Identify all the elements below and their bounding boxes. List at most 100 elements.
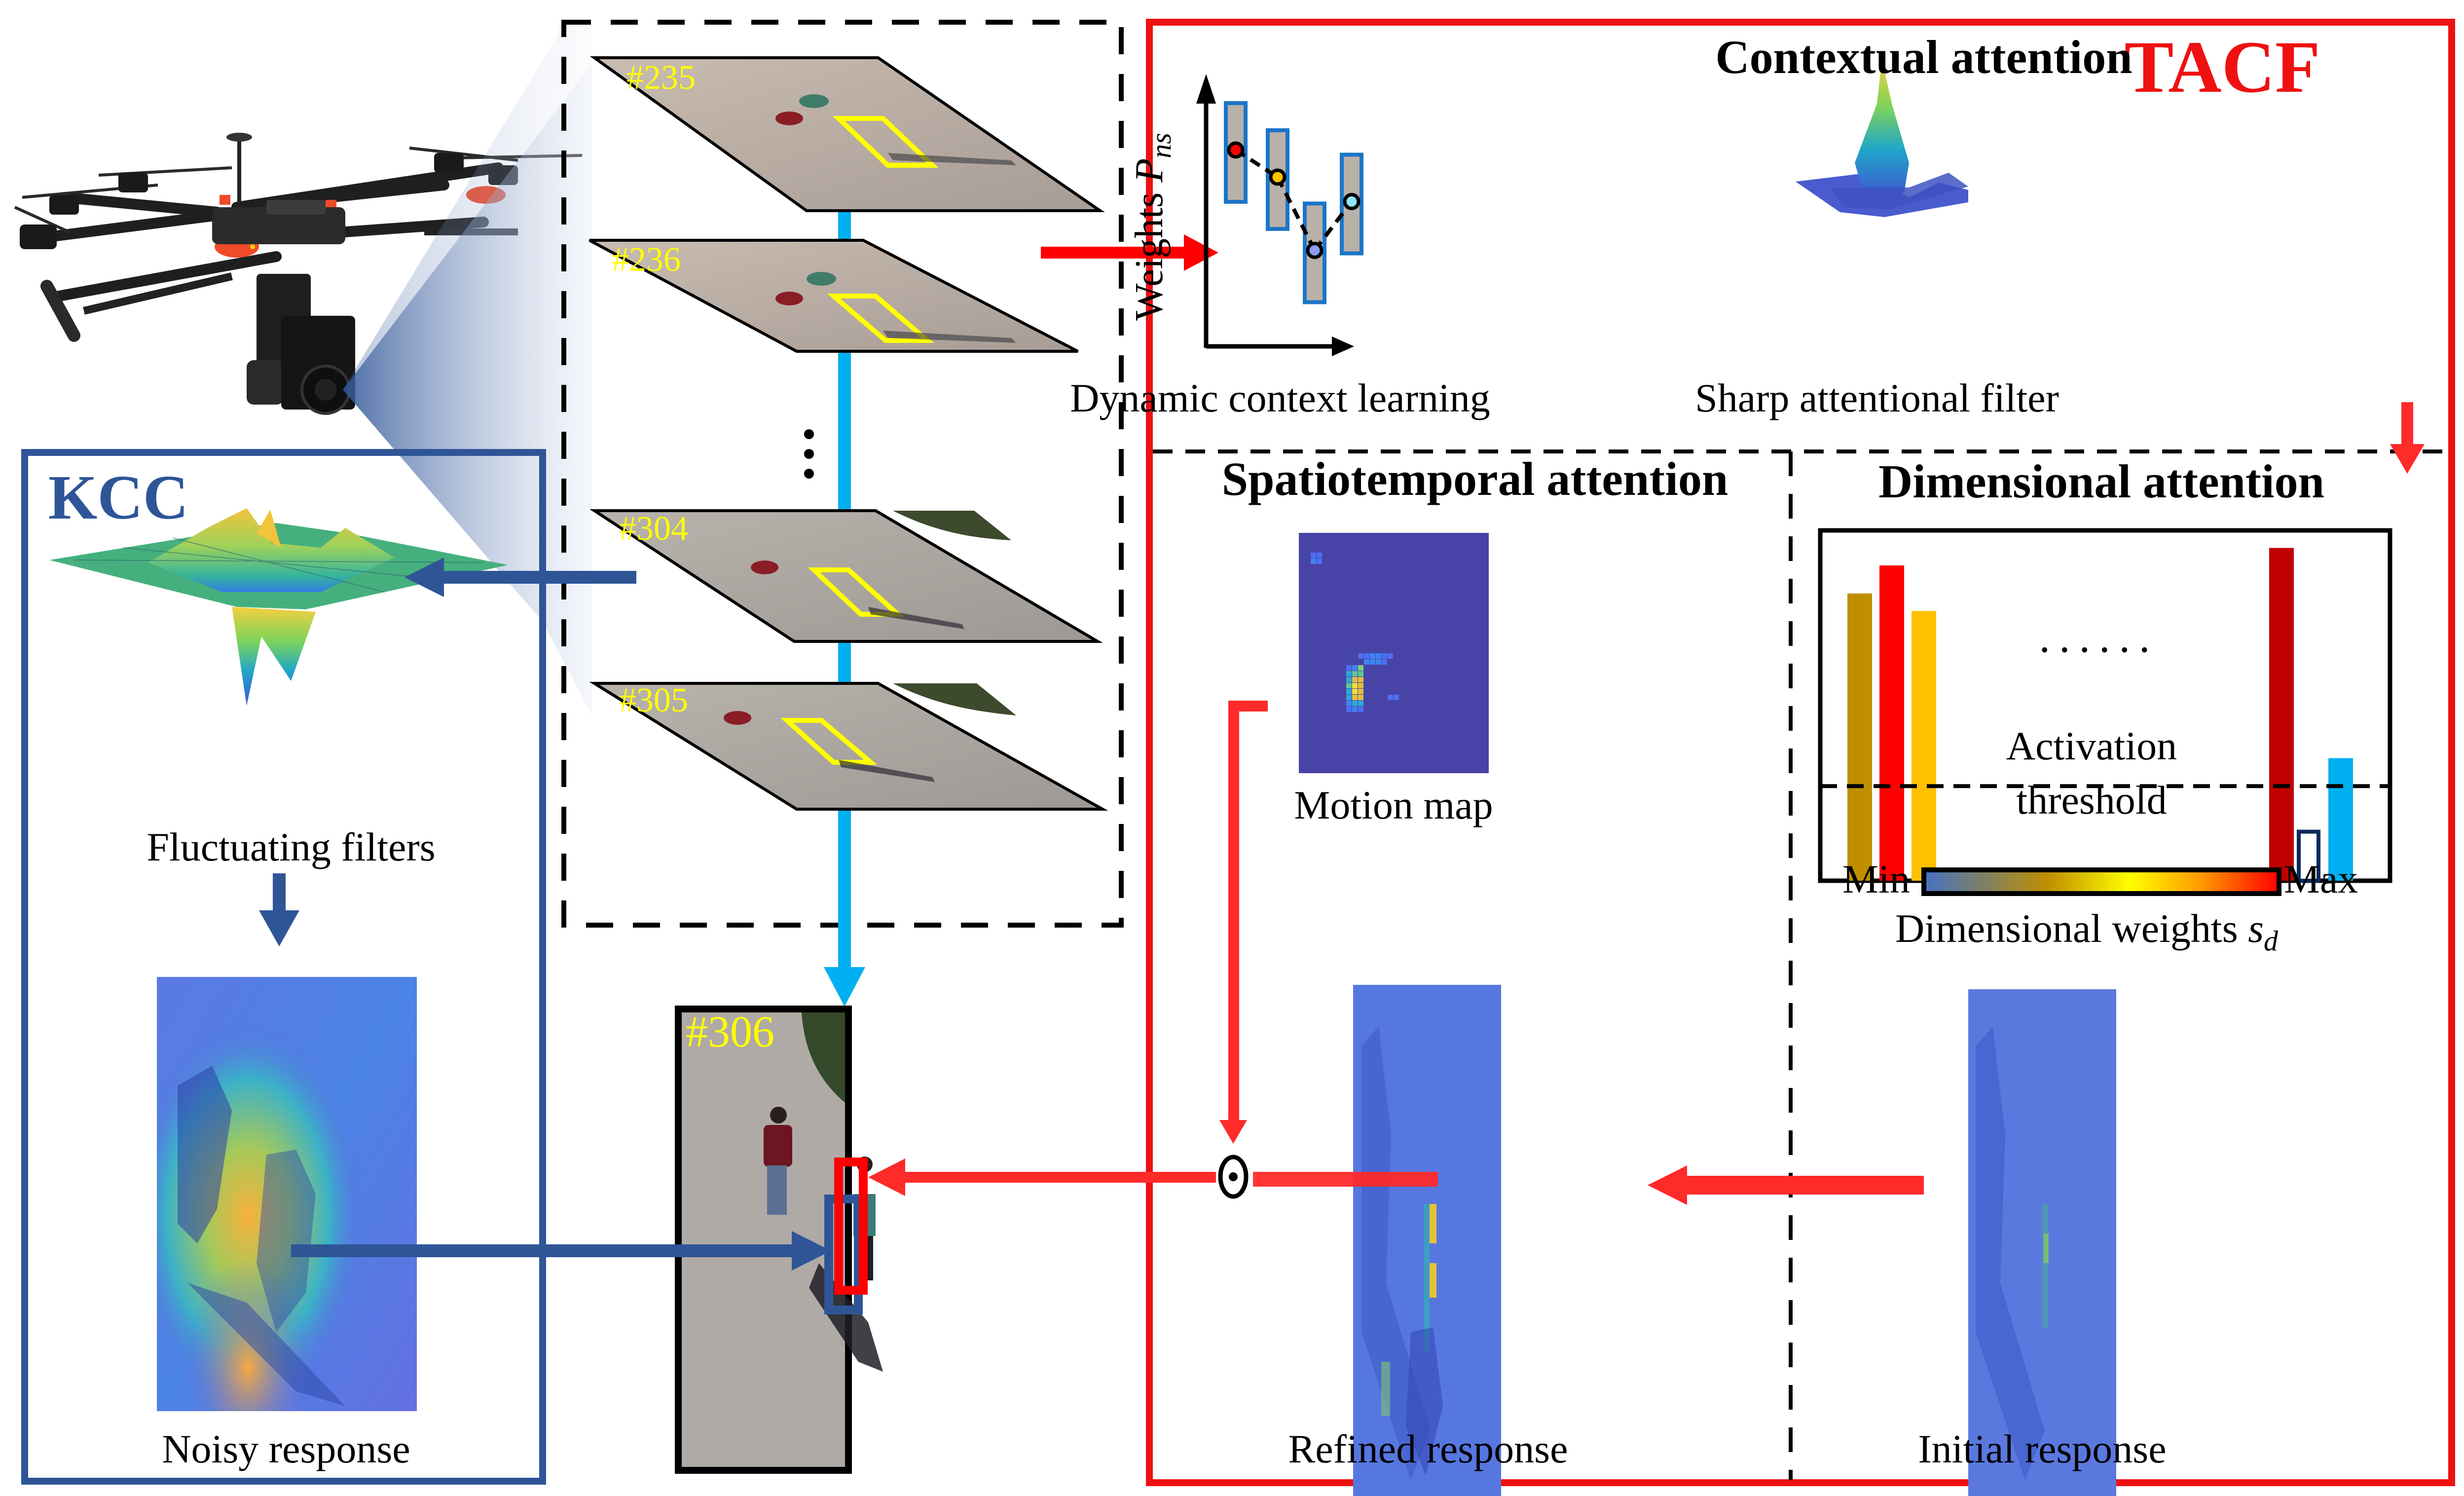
motion-map-cell [1364, 653, 1369, 659]
motion-map-cell [1394, 695, 1399, 700]
frame-label-305: #305 [619, 681, 688, 719]
motion-map-cell [1358, 701, 1363, 706]
motion-map-cell [1346, 665, 1352, 671]
motion-map-cell [1370, 659, 1375, 665]
context-ylabel-math: P [1128, 158, 1171, 183]
context-input-arrowhead [1184, 234, 1218, 271]
kcc-prediction-box [824, 1195, 863, 1314]
motion-map-cell [1358, 671, 1363, 676]
initial-response-caption: Initial response [1918, 1426, 2167, 1471]
elementwise-product-operator [1218, 1155, 1249, 1199]
initial-to-refined-line [1687, 1176, 1924, 1195]
threshold-label-line2: threshold [2016, 778, 2167, 823]
ellipsis-dot [804, 449, 814, 459]
context-weight-point [1227, 141, 1245, 159]
dimensional-attention-title: Dimensional attention [1878, 455, 2325, 508]
context-weight-point [1269, 168, 1287, 186]
dimension-bar [2269, 548, 2294, 881]
threshold-label-line1: Activation [2006, 723, 2177, 768]
ellipsis-dot [804, 469, 814, 479]
colorbar-min-label: Min [1842, 857, 1910, 901]
initial-response-heatmap [1968, 989, 2116, 1496]
tacf-down-arrowhead [2390, 444, 2425, 474]
current-frame-label: #306 [686, 1008, 774, 1056]
motion-map-cell [1364, 659, 1369, 665]
dimension-bar [1847, 593, 1872, 881]
motion-map-cell [1352, 683, 1358, 688]
context-weight-link [1313, 200, 1354, 252]
motion-map-cell [1311, 553, 1316, 558]
motion-map-cell [1358, 707, 1363, 712]
kcc-input-arrowhead [405, 558, 444, 597]
motion-map-cell [1346, 683, 1352, 688]
sharp-attentional-filter-surface [1796, 59, 1968, 217]
motion-map-cell [1382, 653, 1387, 659]
dimensional-weights-sub: d [2264, 925, 2279, 957]
motion-map-caption: Motion map [1294, 783, 1493, 827]
motion-map-cell [1358, 683, 1363, 688]
context-weight-point [1306, 242, 1324, 259]
motion-map-cell [1352, 671, 1358, 676]
refined-response-heatmap [1353, 985, 1501, 1496]
motion-map-cell [1388, 695, 1393, 700]
noisy-response-heatmap [157, 977, 417, 1411]
motion-map-cell [1382, 659, 1387, 665]
sequence-frame-236 [588, 239, 1079, 353]
temporal-flow-arrowhead [824, 967, 865, 1007]
dimension-bar [2328, 758, 2353, 881]
motion-map-cell [1376, 653, 1381, 659]
motion-map-cell [1352, 701, 1358, 706]
current-frame-306 [675, 1006, 883, 1474]
motion-map-cell [1376, 659, 1381, 665]
motion-to-operator-arrowhead [1219, 1120, 1247, 1144]
sharp-attentional-filter-caption: Sharp attentional filter [1695, 375, 2059, 420]
sequence-frame-235 [589, 56, 1105, 212]
fluctuating-filter-surface [49, 508, 508, 706]
motion-map-cell [1388, 653, 1393, 659]
motion-map-cell [1346, 701, 1352, 706]
motion-map-cell [1346, 671, 1352, 676]
motion-map-heatmap [1299, 533, 1489, 773]
dynamic-context-learning-caption: Dynamic context learning [1070, 375, 1490, 420]
frame-label-304: #304 [619, 510, 688, 548]
spatiotemporal-attention-title: Spatiotemporal attention [1221, 452, 1728, 505]
kcc-output-arrowhead [792, 1231, 831, 1271]
motion-map-cell [1370, 653, 1375, 659]
context-ylabel: Weights Pns [1127, 133, 1177, 321]
motion-map-cell [1352, 695, 1358, 700]
dimensional-colorbar [1921, 867, 2281, 896]
frame-label-235: #235 [626, 59, 696, 97]
dimensional-weights-math: s [2248, 906, 2264, 951]
tacf-label: TACF [2124, 26, 2320, 108]
ellipsis-dot [804, 429, 814, 439]
motion-map-cell [1358, 653, 1363, 659]
motion-map-cell [1317, 553, 1322, 558]
motion-map-cell [1358, 665, 1363, 671]
colorbar-max-label: Max [2284, 857, 2358, 901]
dimensional-chart-frame [1818, 528, 2392, 883]
context-ylabel-text: Weights [1128, 182, 1171, 321]
drone-icon [14, 133, 583, 415]
dimensional-weights-text: Dimensional weights [1895, 906, 2248, 951]
noisy-response-caption: Noisy response [162, 1426, 410, 1471]
initial-to-refined-arrowhead [1648, 1165, 1687, 1205]
kcc-panel [21, 449, 546, 1485]
context-chart [1196, 74, 1354, 356]
motion-map-cell [1346, 695, 1352, 700]
sequence-frame-304 [589, 509, 1103, 643]
motion-map-cell [1346, 689, 1352, 694]
frame-label-236: #236 [612, 241, 681, 279]
motion-map-cell [1358, 689, 1363, 694]
dimension-bar [1912, 611, 1936, 881]
dimensional-weights-caption: Dimensional weights sd [1895, 905, 2278, 957]
refined-response-caption: Refined response [1288, 1426, 1568, 1471]
tacf-prediction-box [834, 1158, 868, 1295]
fluctuating-filters-caption: Fluctuating filters [147, 824, 436, 869]
context-weight-link [1276, 176, 1317, 252]
motion-map-cell [1358, 695, 1363, 700]
motion-map-cell [1317, 559, 1322, 564]
dimension-bar [2297, 829, 2320, 883]
refined-to-operator-line [1253, 1172, 1438, 1187]
motion-map-cell [1346, 707, 1352, 712]
